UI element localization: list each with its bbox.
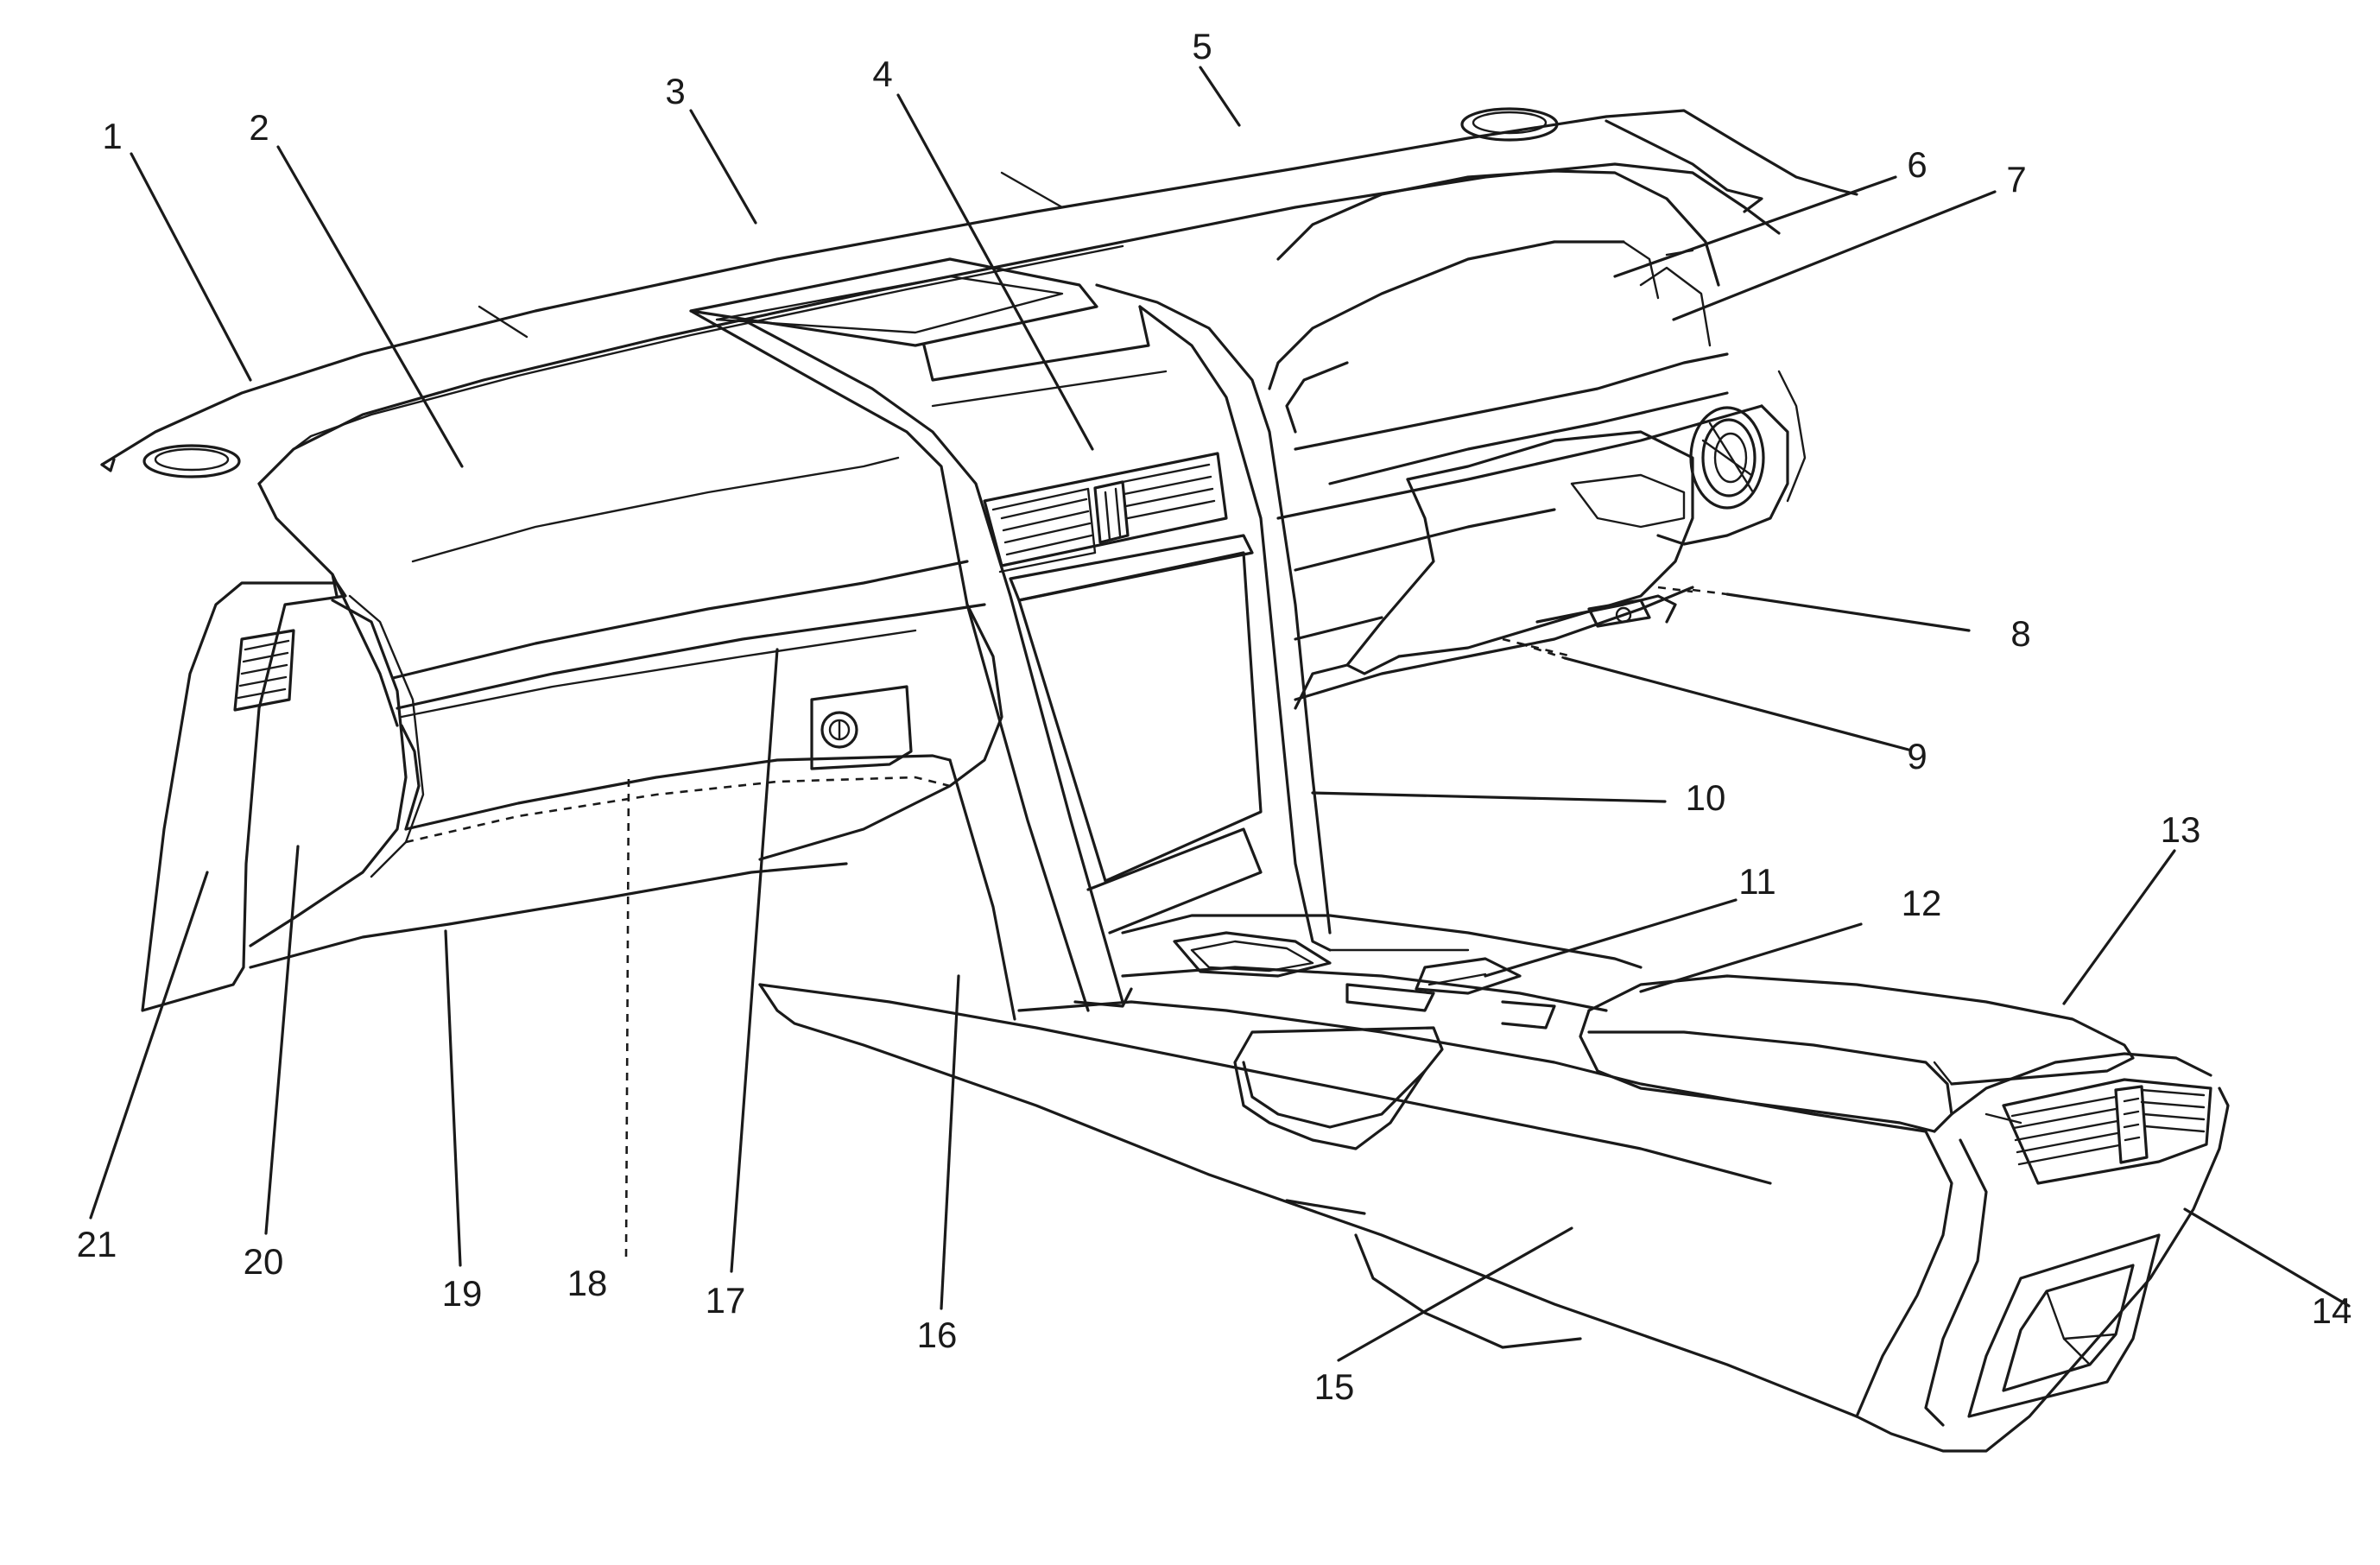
- callout-7: 7: [2006, 159, 2026, 200]
- callout-11: 11: [1738, 861, 1776, 902]
- dashboard-drawing: [100, 107, 2230, 1453]
- callout-12: 12: [1902, 883, 1942, 923]
- callout-14: 14: [2312, 1290, 2352, 1331]
- callout-18: 18: [567, 1263, 608, 1303]
- callout-20: 20: [244, 1241, 284, 1282]
- callout-10: 10: [1686, 777, 1726, 818]
- callout-4: 4: [872, 54, 892, 94]
- callout-19: 19: [442, 1273, 483, 1314]
- callout-5: 5: [1192, 26, 1212, 67]
- callout-3: 3: [665, 71, 685, 111]
- callout-17: 17: [706, 1280, 746, 1321]
- callout-21: 21: [77, 1224, 117, 1264]
- callout-2: 2: [249, 107, 269, 148]
- callout-9: 9: [1907, 736, 1927, 776]
- callout-16: 16: [917, 1315, 958, 1355]
- callout-1: 1: [102, 116, 122, 156]
- callout-8: 8: [2010, 613, 2030, 654]
- leader-lines: [89, 66, 2351, 1362]
- callout-15: 15: [1314, 1366, 1355, 1407]
- callout-13: 13: [2161, 809, 2201, 850]
- callout-6: 6: [1907, 144, 1927, 185]
- callout-numbers: 1 2 3 4 5 6 7 8 9 10 11 12 13 14 15 16 1…: [77, 26, 2352, 1407]
